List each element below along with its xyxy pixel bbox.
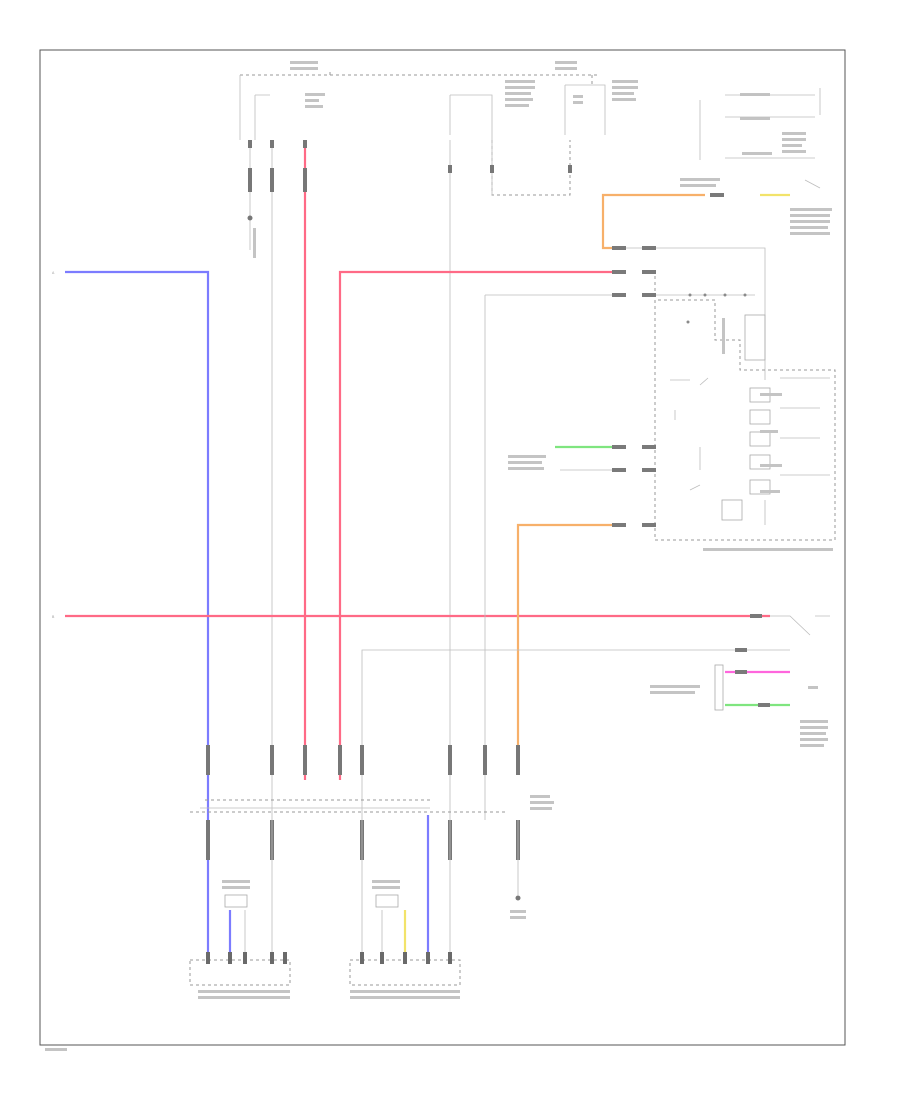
sheet-marker-b: B xyxy=(52,615,55,619)
wire-blue-main xyxy=(65,270,210,960)
ecu-right xyxy=(349,880,461,999)
top-labels xyxy=(290,61,638,108)
combination-meter-assembly xyxy=(654,270,836,551)
top-connector-marks xyxy=(247,140,572,221)
fuse-block-left xyxy=(449,94,493,135)
wire-gray-right-top xyxy=(612,247,766,380)
ground-label-top xyxy=(253,228,256,258)
wire-gray-485 xyxy=(484,294,612,820)
top-right-labels xyxy=(508,93,832,470)
lower-right-switch xyxy=(650,614,830,747)
top-right-bracket xyxy=(699,88,821,189)
ground-bottom xyxy=(515,895,521,901)
ground-bottom-label xyxy=(510,910,526,919)
meter-input-connectors xyxy=(612,193,724,527)
wire-gray-lower-loop xyxy=(361,649,770,820)
wire-orange-top xyxy=(601,193,705,250)
wire-orange-lower xyxy=(516,523,612,760)
wire-red-horizontal-upper xyxy=(338,270,612,780)
page-footer-marker xyxy=(45,1048,67,1051)
fuse-block-right xyxy=(564,84,606,135)
top-left-bracket xyxy=(239,75,270,140)
junction-connector-bar xyxy=(190,745,554,860)
diagram-frame xyxy=(39,49,846,1046)
sheet-marker-a: A xyxy=(52,271,55,275)
top-dashed-feed xyxy=(240,70,600,85)
fuse-bridge xyxy=(491,140,571,196)
ecu-left xyxy=(189,880,291,999)
